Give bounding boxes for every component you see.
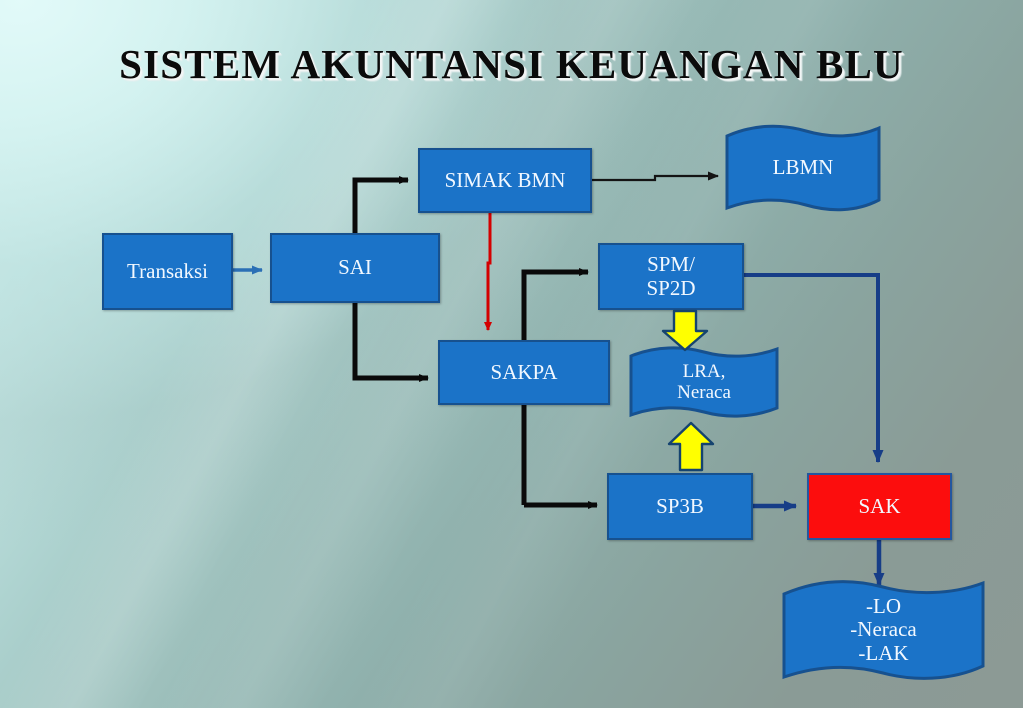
node-sakpa[interactable]: SAKPA [438, 340, 610, 405]
node-transaksi[interactable]: Transaksi [102, 233, 233, 310]
node-sai-label: SAI [338, 255, 372, 280]
node-laporan-line3: -LAK [858, 640, 909, 665]
node-sak-label: SAK [858, 493, 901, 518]
node-laporan-line1: -LO [866, 593, 901, 618]
node-laporan-line2: -Neraca [850, 617, 917, 642]
node-lra-neraca-line1: LRA, [682, 360, 726, 382]
node-simak-bmn[interactable]: SIMAK BMN [418, 148, 592, 213]
node-lbmn[interactable]: LBMN [724, 122, 882, 214]
connector-sai-to-simak-bmn [352, 176, 409, 233]
connector-simak-bmn-to-lbmn [592, 171, 719, 182]
node-spm-sp2d-line1: SPM/ [647, 251, 695, 276]
node-sak[interactable]: SAK [807, 473, 952, 540]
connector-spm-sp2d-to-sak [744, 273, 884, 463]
node-lra-neraca-line2: Neraca [677, 382, 731, 403]
node-sakpa-label: SAKPA [490, 359, 558, 384]
node-lra-neraca[interactable]: LRA, Neraca [628, 344, 780, 420]
node-sp3b-label: SP3B [656, 493, 704, 518]
node-simak-bmn-label: SIMAK BMN [444, 167, 566, 192]
node-spm-sp2d[interactable]: SPM/ SP2D [598, 243, 744, 310]
node-sp3b[interactable]: SP3B [607, 473, 753, 540]
node-spm-sp2d-line2: SP2D [646, 275, 696, 300]
node-transaksi-label: Transaksi [127, 258, 208, 283]
page-title: SISTEM AKUNTANSI KEUANGAN BLU [119, 41, 904, 87]
connector-sakpa-to-spm-sp2d [521, 268, 589, 505]
connector-simak-bmn-to-sakpa [484, 213, 492, 331]
node-sai[interactable]: SAI [270, 233, 440, 303]
wave-shape [782, 580, 985, 680]
node-laporan[interactable]: -LO -Neraca -LAK [781, 576, 986, 684]
node-lbmn-label: LBMN [772, 155, 834, 180]
connector-sai-to-sakpa [352, 303, 429, 382]
wave-shape [725, 124, 881, 212]
